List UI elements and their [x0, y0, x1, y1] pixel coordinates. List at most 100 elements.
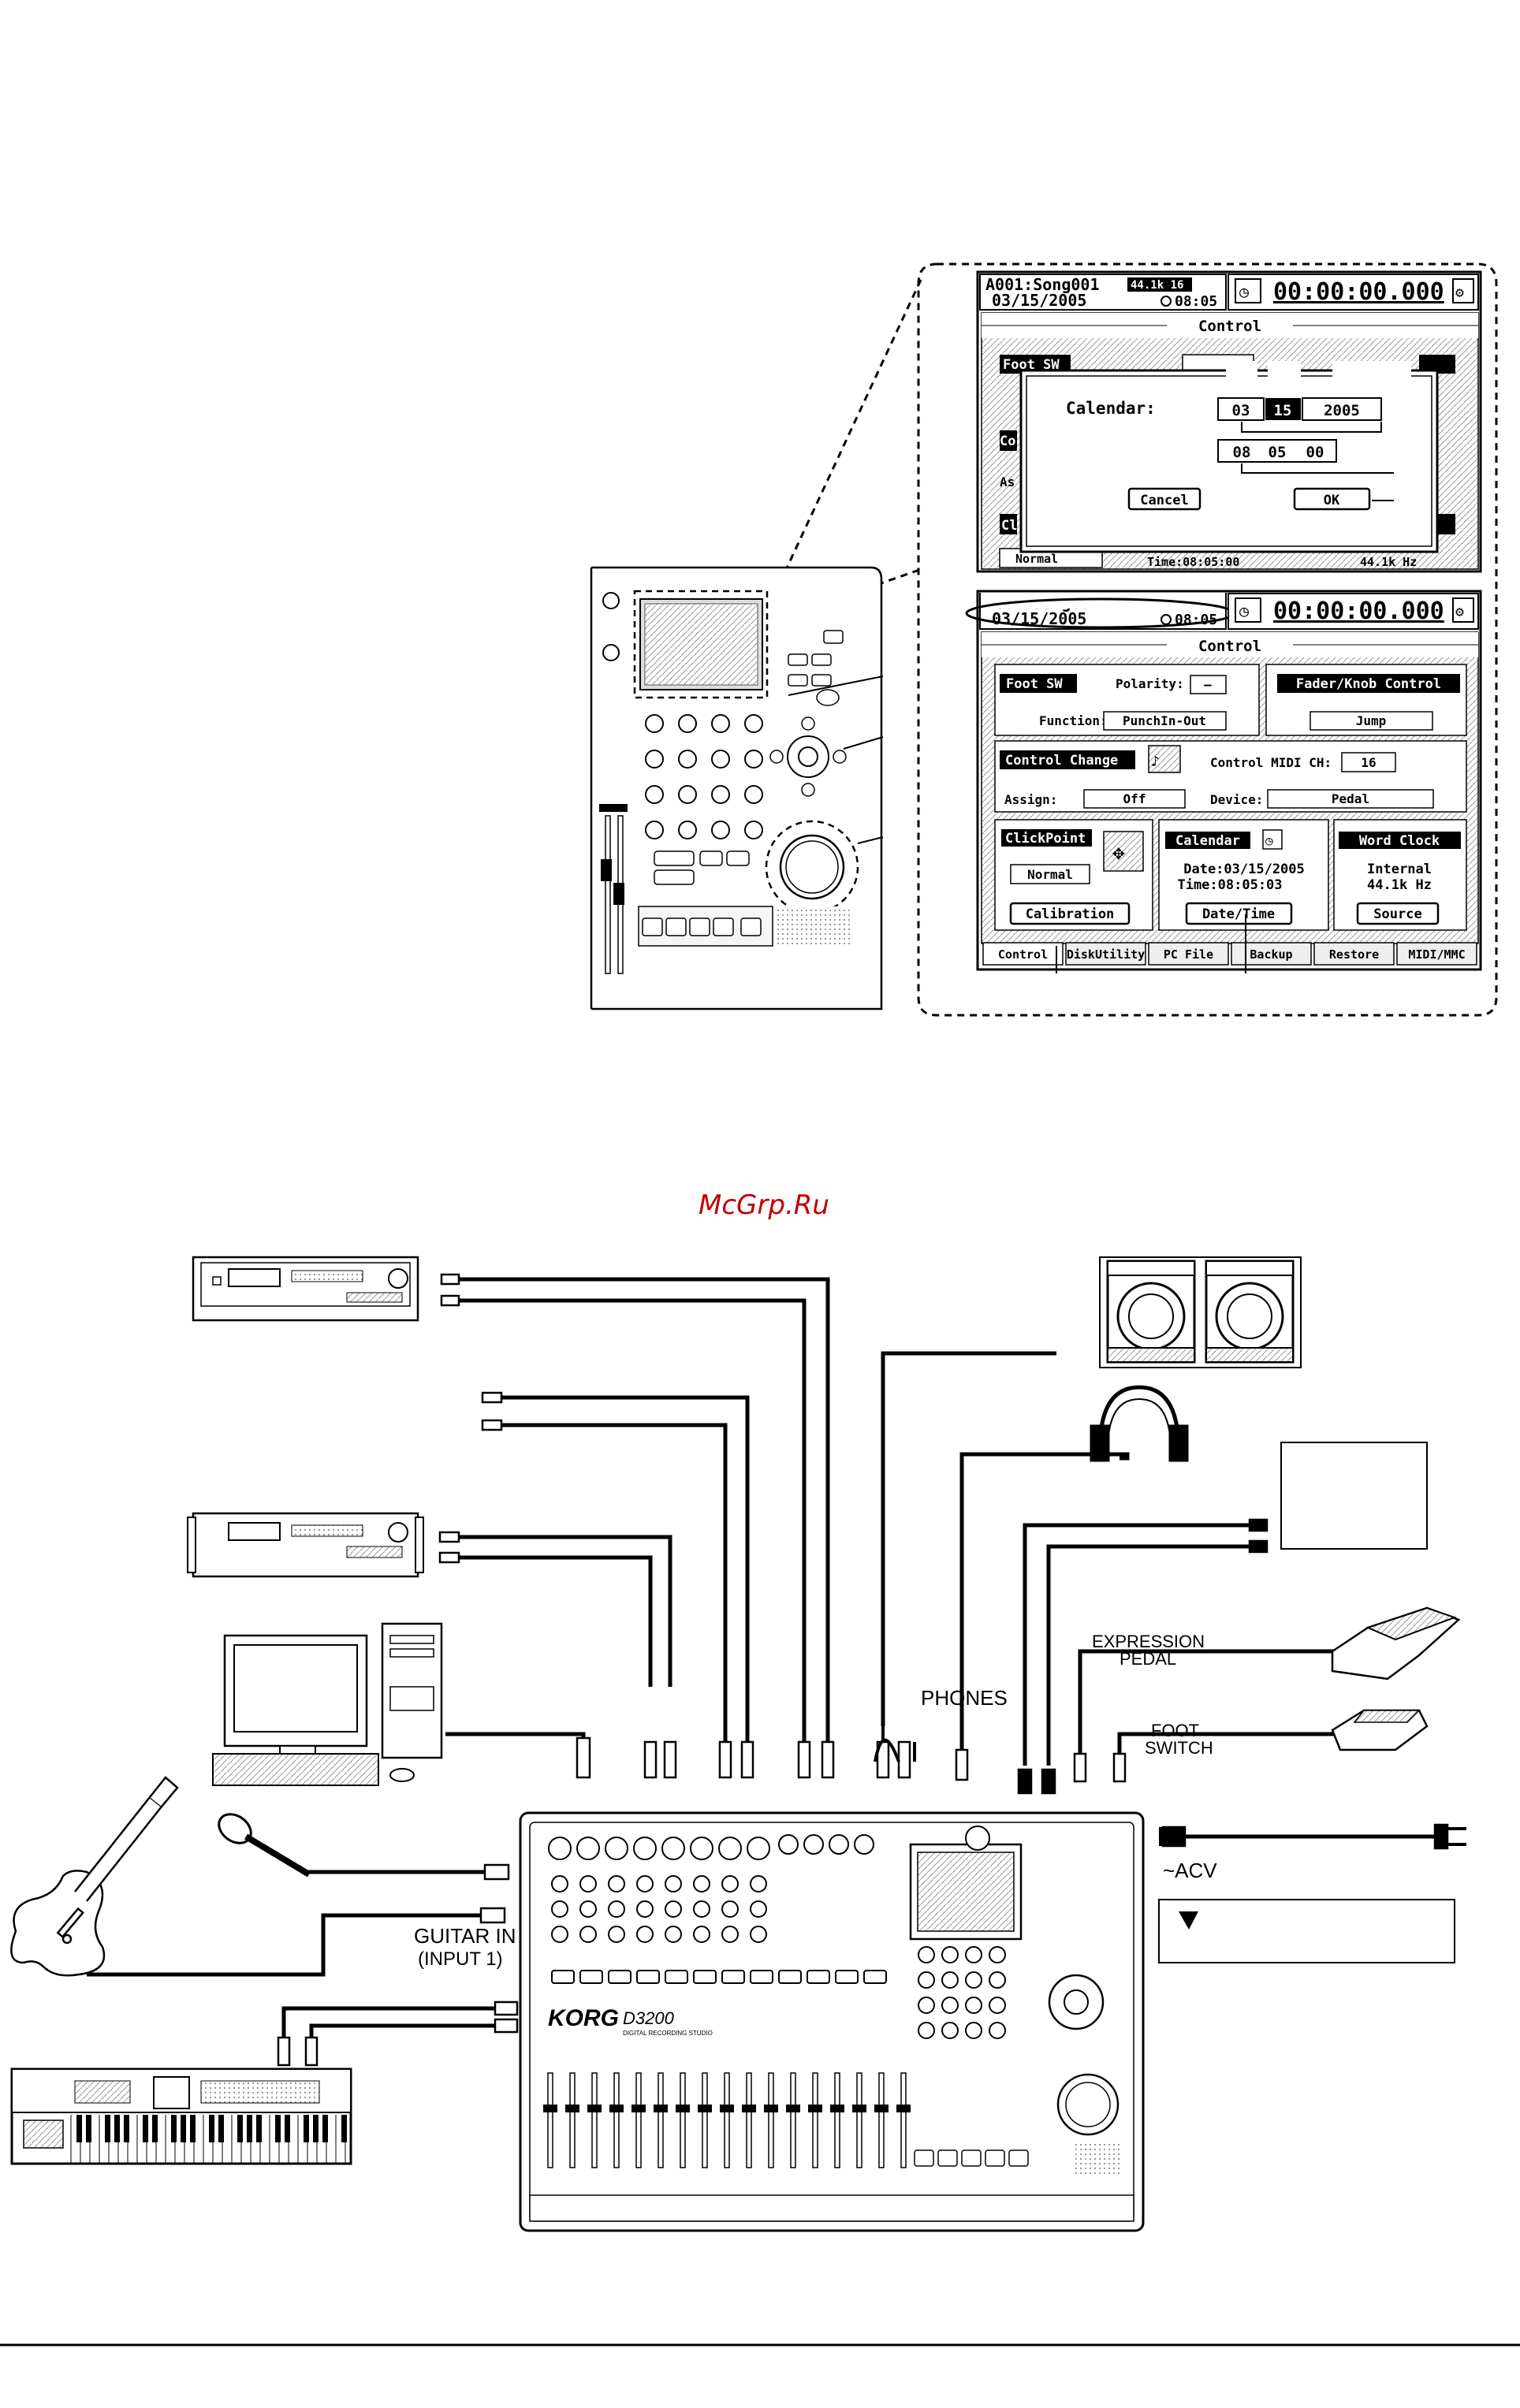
pedal-icon: ♪: [1151, 754, 1160, 770]
expression-pedal-label-2: PEDAL: [1120, 1649, 1176, 1669]
cal-partial-bottom-left: Normal: [1015, 552, 1058, 566]
tab-2[interactable]: [1148, 942, 1229, 966]
fader-track: [680, 2072, 686, 2168]
knob-icon: [803, 1834, 824, 1855]
date-time-button[interactable]: [1185, 902, 1293, 925]
cal-partial-1: Foot SW: [1003, 357, 1060, 373]
knob-icon: [608, 1900, 625, 1918]
tab-0[interactable]: [982, 942, 1064, 966]
ctl-header-time: 08:05: [1175, 612, 1217, 628]
knob-icon: [989, 1946, 1006, 1963]
knob-icon: [941, 2022, 959, 2039]
fader-track: [658, 2072, 664, 2168]
knob-icon: [579, 1900, 597, 1918]
channel-button: [835, 1970, 859, 1984]
calibration-label: Calibration: [1026, 906, 1115, 922]
knob-icon: [636, 1875, 654, 1893]
fader-cap: [609, 2105, 624, 2112]
knob-icon: [721, 1900, 739, 1918]
channel-button: [721, 1970, 745, 1984]
computer: [212, 1622, 443, 1786]
knob-icon: [678, 785, 697, 804]
knob-icon: [645, 785, 664, 804]
knob-icon: [744, 821, 763, 839]
cal-partial-bottom-mid: Time:08:05:00: [1147, 555, 1239, 569]
black-key: [105, 2115, 110, 2142]
partial-device-illustration: [590, 566, 884, 1010]
knob-icon: [989, 1997, 1006, 2014]
fader-cap: [764, 2105, 778, 2112]
tab-1[interactable]: [1065, 942, 1146, 966]
assign-label: Assign:: [1004, 792, 1057, 807]
black-key: [218, 2115, 224, 2142]
day-field[interactable]: [1265, 398, 1301, 420]
device-label: Device:: [1210, 792, 1263, 807]
month-field[interactable]: [1217, 397, 1265, 421]
black-key: [304, 2115, 309, 2142]
knob-icon: [854, 1834, 874, 1855]
tab-5[interactable]: [1396, 942, 1477, 966]
fader-cap: [830, 2105, 844, 2112]
calendar-dialog-screen: A001:Song001 44.1k 16 03/15/2005 08:05 ◷…: [976, 270, 1482, 573]
microphone: [218, 1813, 311, 1878]
tab-label: Backup: [1250, 947, 1292, 962]
knob-icon: [678, 714, 697, 733]
time-field[interactable]: [1217, 439, 1337, 463]
cancel-button[interactable]: [1127, 487, 1201, 511]
expression-pedal-label-1: EXPRESSION: [1092, 1632, 1205, 1651]
control-page-screen: A001:Song001 03/15/2005 08:05 ◷ 00:00:00…: [965, 590, 1482, 973]
transport-button: [1008, 2149, 1029, 2167]
control-midi-ch-field[interactable]: [1341, 752, 1396, 772]
clickpoint-title: ClickPoint: [1005, 831, 1086, 847]
tab-4[interactable]: [1313, 942, 1395, 966]
transport-button: [985, 2149, 1005, 2167]
calibration-button[interactable]: [1009, 902, 1131, 925]
clickpoint-field[interactable]: [1010, 864, 1090, 884]
knob-icon: [918, 2022, 935, 2039]
ok-label: OK: [1324, 493, 1340, 508]
knob-icon: [941, 1971, 959, 1989]
polarity-field[interactable]: [1190, 675, 1227, 694]
xlr-jack-icon: [605, 1837, 628, 1860]
control-midi-ch-value: 16: [1361, 755, 1376, 770]
assign-value: Off: [1123, 791, 1146, 806]
transport-button: [937, 2149, 958, 2167]
black-key: [190, 2115, 196, 2142]
callout-frame: [917, 262, 1498, 1017]
fader-knob-title: Fader/Knob Control: [1296, 676, 1441, 692]
date-time-label: Date/Time: [1202, 906, 1275, 922]
ok-button[interactable]: [1293, 487, 1371, 511]
knob-icon: [665, 1900, 682, 1918]
fader-knob-field[interactable]: [1310, 711, 1433, 731]
headphones: [1090, 1385, 1189, 1462]
guitar-in-label-1: GUITAR IN: [414, 1924, 516, 1948]
function-field[interactable]: [1103, 711, 1227, 731]
fader-cap: [631, 2105, 646, 2112]
fader-cap: [720, 2105, 734, 2112]
fader-cap: [676, 2105, 690, 2112]
device-field[interactable]: [1267, 789, 1434, 809]
black-key: [76, 2115, 82, 2142]
knob-icon: [645, 714, 664, 733]
caution-box: [1158, 1899, 1455, 1963]
foot-sw-title: Foot SW: [1006, 676, 1063, 692]
source-button[interactable]: [1356, 902, 1440, 925]
cal-partial-3: As: [1000, 475, 1015, 489]
clock-icon: ◷: [1239, 601, 1250, 620]
knob-icon: [636, 1900, 654, 1918]
knob-icon: [693, 1875, 710, 1893]
guitar-in-label-2: (INPUT 1): [418, 1948, 503, 1970]
xlr-jack-icon: [718, 1837, 742, 1860]
crosshair-icon: ✥: [1112, 841, 1125, 865]
knob-icon: [778, 1834, 799, 1855]
acv-label: ~ACV: [1163, 1859, 1217, 1882]
word-clock-title: Word Clock: [1359, 833, 1440, 849]
year-field[interactable]: [1302, 397, 1382, 421]
black-key: [86, 2115, 91, 2142]
cal-partial-bottom-right: 44.1k Hz: [1360, 555, 1417, 569]
fader-cap: [896, 2105, 911, 2112]
electric-guitar: [10, 1776, 179, 1977]
tab-3[interactable]: [1231, 942, 1312, 966]
knob-icon: [941, 1997, 959, 2014]
assign-field[interactable]: [1083, 789, 1186, 809]
